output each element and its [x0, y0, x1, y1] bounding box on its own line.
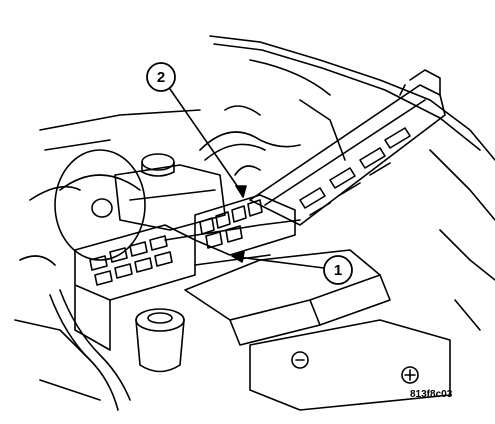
battery	[249, 319, 451, 411]
callout-1-label: 1	[334, 262, 342, 279]
power-distribution-center	[74, 224, 196, 351]
hoses	[49, 289, 131, 411]
hood-and-fender	[209, 35, 495, 331]
pdc-cover-open	[249, 69, 446, 226]
figure-id: 813f8c03	[410, 389, 453, 400]
wiring-harness	[199, 105, 301, 176]
brake-booster	[54, 149, 146, 261]
air-filter-box	[184, 249, 391, 346]
callout-2-label: 2	[157, 69, 165, 86]
engine-compartment-left	[14, 109, 201, 401]
callout-2: 2	[146, 62, 247, 198]
fluid-reservoir	[114, 153, 226, 231]
pdc-base-rail	[164, 219, 301, 266]
fuse-relay-block-small	[194, 194, 296, 256]
callout-1: 1	[231, 251, 353, 285]
coolant-bottle	[135, 308, 185, 373]
